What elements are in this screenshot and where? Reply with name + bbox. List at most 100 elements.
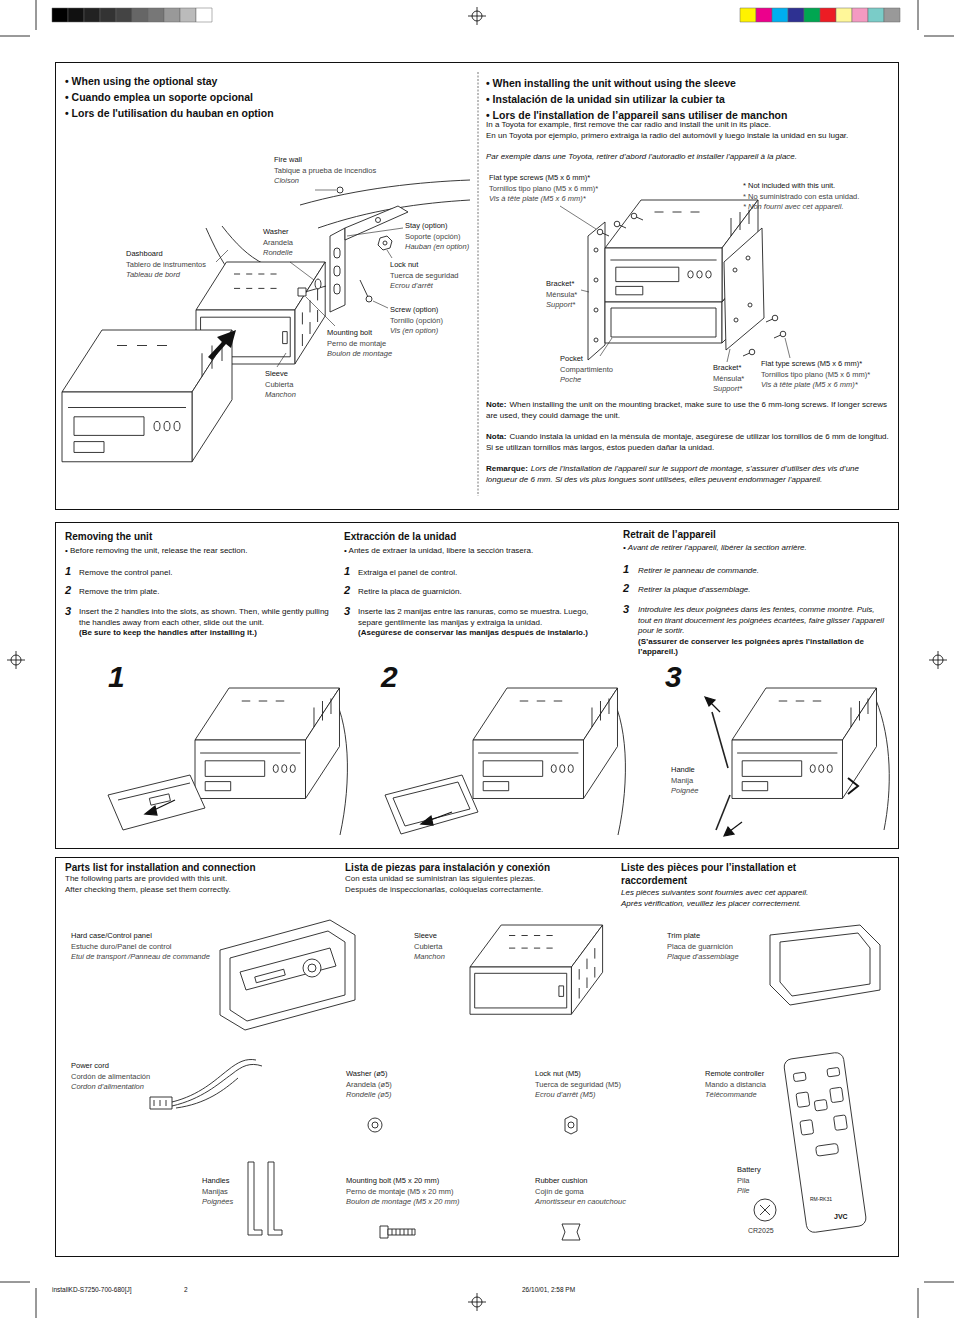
part-label: Etui de transport /Panneau de commande — [71, 952, 271, 963]
part-label: Perno de montaje — [327, 339, 417, 350]
text-group: Remove the trim plate. — [79, 587, 335, 598]
part-label: Ecrou d’arrêt — [390, 281, 475, 292]
text-group: • Avant de retirer l’appareil, libérer l… — [623, 543, 893, 554]
part-label: Battery — [737, 1165, 777, 1176]
part-label: Hard case/Control panel — [71, 931, 271, 942]
body-text: • Before removing the unit, release the … — [65, 546, 335, 557]
part-label: Tornillos tipo plano (M5 x 6 mm)* — [761, 370, 895, 381]
text-group: SleeveCubiertaManchon — [414, 931, 494, 963]
text-group: Retirer le panneau de commande. — [638, 566, 890, 577]
part-label: Poignées — [202, 1197, 262, 1208]
section-heading: • Lors de l'utilisation du hauban en opt… — [65, 105, 465, 121]
part-label: Mando a distancia — [705, 1080, 795, 1091]
part-label: Rondelle (ø5) — [346, 1090, 436, 1101]
step-number: 3 — [665, 662, 695, 692]
part-label: Sleeve — [265, 369, 325, 380]
text-group: Remove the control panel. — [79, 568, 335, 579]
part-label: Power cord — [71, 1061, 191, 1072]
text-group: Parts list for installation and connecti… — [65, 861, 335, 874]
part-label: Manchon — [414, 952, 494, 963]
text-group: Extraiga el panel de control. — [358, 568, 610, 579]
text-group: Hard case/Control panelEstuche duro/Pane… — [71, 931, 271, 963]
part-label: Dashboard — [126, 249, 236, 260]
text-group: Mounting boltPerno de montajeBoulon de m… — [327, 328, 417, 360]
part-label: Flat type screws (M5 x 6 mm)* — [761, 359, 895, 370]
text-group: 3 — [623, 603, 635, 615]
step-number: 1 — [623, 563, 635, 575]
part-label: Tableau de bord — [126, 270, 236, 281]
part-label: Estuche duro/Panel de control — [71, 942, 271, 953]
text-group: PocketCompartimientoPoche — [560, 354, 640, 386]
part-label: Rubber cushion — [535, 1176, 665, 1187]
part-label: Mounting bolt — [327, 328, 417, 339]
part-label: Mounting bolt (M5 x 20 mm) — [346, 1176, 476, 1187]
part-label: Boulon de montage — [327, 349, 417, 360]
section-heading: Retrait de l’appareil — [623, 528, 893, 541]
text-group: Bracket*Ménsula*Support* — [713, 363, 759, 395]
part-label: Boulon de montage (M5 x 20 mm) — [346, 1197, 476, 1208]
text-group: * Not included with this unit.* No sumin… — [743, 181, 893, 213]
part-label: Manchon — [265, 390, 325, 401]
text-group: 3 — [344, 605, 356, 617]
step-text: Insert the 2 handles into the slots, as … — [79, 607, 335, 628]
section-heading: • Cuando emplea un soporte opcional — [65, 89, 465, 105]
step-number: 2 — [65, 584, 77, 596]
part-label: Stay (option) — [405, 221, 477, 232]
part-label: Cordón de alimentación — [71, 1072, 191, 1083]
body-text: En un Toyota por ejemplo, primero extrai… — [486, 131, 891, 142]
body-text: Remove the control panel. — [79, 568, 335, 579]
part-label: Cloison — [274, 176, 424, 187]
part-label: Vis à tête plate (M5 x 6 mm)* — [761, 380, 895, 391]
text-group: Extracción de la unidad — [344, 530, 614, 543]
part-label: Pocket — [560, 354, 640, 365]
part-label: Télécommande — [705, 1090, 795, 1101]
part-label: Sleeve — [414, 931, 494, 942]
part-label: Handles — [202, 1176, 262, 1187]
text-group: Retire la placa de guarnición. — [358, 587, 610, 598]
section-heading: Removing the unit — [65, 530, 335, 543]
text-group: • Antes de extraer la unidad, libere la … — [344, 546, 610, 557]
text-group: BatteryPilaPile — [737, 1165, 777, 1197]
body-text: Con esta unidad se suministran las sigui… — [345, 873, 615, 884]
model-label: RM-RK31 — [810, 1196, 850, 1202]
part-label: Tornillos tipo plano (M5 x 6 mm)* — [489, 184, 629, 195]
text-group: Remarque:Lors de l’installation de l’app… — [486, 464, 891, 485]
text-group: SleeveCubiertaManchon — [265, 369, 325, 401]
text-group: Introduire les deux poignées dans les fe… — [638, 605, 890, 658]
text-group: 26/10/01, 2:58 PM — [522, 1286, 622, 1294]
step-number: 1 — [108, 662, 138, 692]
part-label: Tabique a prueba de incendios — [274, 166, 424, 177]
body-text: Retirer la plaque d’assemblage. — [638, 585, 890, 596]
part-label: Pila — [737, 1176, 777, 1187]
part-label: Cojín de goma — [535, 1187, 665, 1198]
text-group: Liste des pièces pour l’installation et … — [621, 861, 851, 887]
part-label: Tablero de instrumentos — [126, 260, 236, 271]
part-label: * Not included with this unit. — [743, 181, 893, 192]
step-text: Inserte las 2 manijas entre las ranuras,… — [358, 607, 610, 628]
footer-text: installKD-S7250-700-680[J] — [52, 1286, 252, 1294]
text-group: Lista de piezas para instalación y conex… — [345, 861, 615, 874]
step-text: Introduire les deux poignées dans les fe… — [638, 605, 890, 637]
part-label: Lock nut — [390, 260, 475, 271]
part-label: Plaque d’assemblage — [667, 952, 767, 963]
text-group: 2 — [184, 1286, 204, 1294]
text-group: Bracket*Ménsula*Support* — [546, 279, 588, 311]
part-label: Manija — [671, 776, 721, 787]
text-group: Trim platePlaca de guarniciónPlaque d’as… — [667, 931, 767, 963]
part-label: Support* — [713, 384, 759, 395]
step-text: (Asegúrese de conservar las manijas desp… — [358, 628, 610, 639]
part-label: Pile — [737, 1186, 777, 1197]
note-text: Remarque: — [486, 464, 528, 473]
part-label: Fire wall — [274, 155, 424, 166]
body-text: Después de inspeccionarlas, colóquelas c… — [345, 884, 615, 895]
section-heading: Liste des pièces pour l’installation et … — [621, 861, 851, 887]
part-label: Bracket* — [546, 279, 588, 290]
part-label: Soporte (opción) — [405, 232, 477, 243]
section-heading: Parts list for installation and connecti… — [65, 861, 335, 874]
text-group: 2 — [381, 662, 411, 692]
step-number: 2 — [623, 582, 635, 594]
text-group: Retirer la plaque d’assemblage. — [638, 585, 890, 596]
section-heading: Lista de piezas para instalación y conex… — [345, 861, 615, 874]
body-text: Extraiga el panel de control. — [358, 568, 610, 579]
step-number: 2 — [344, 584, 356, 596]
